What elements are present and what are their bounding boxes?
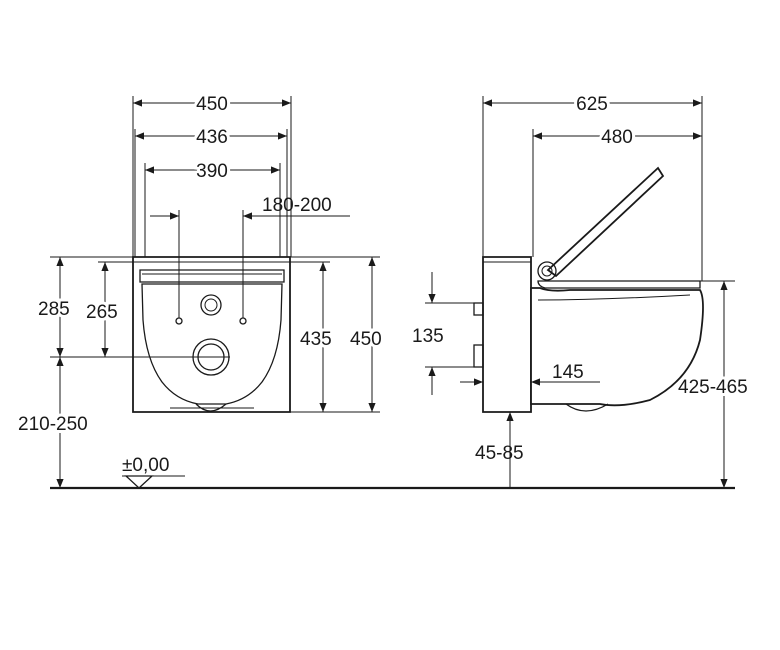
label-height-top-fixing: 265	[86, 302, 118, 323]
front-seat	[139, 269, 285, 283]
label-depth-total: 625	[576, 94, 608, 115]
front-view: 450 436 390 180-200 285 265 435 450 210-…	[15, 91, 385, 489]
label-depth-bowl: 480	[601, 127, 633, 148]
side-view: 625 480 135 145 425-465 45-85	[412, 91, 751, 488]
label-width-inner: 390	[196, 161, 228, 182]
side-open-lid	[546, 166, 665, 278]
front-unit-outline	[132, 256, 291, 413]
label-height-floor: 210-250	[18, 414, 88, 435]
side-hinge	[537, 261, 557, 281]
label-width-total: 450	[196, 94, 228, 115]
label-connection-spacing: 135	[412, 326, 444, 347]
label-width-frame: 436	[196, 127, 228, 148]
label-height-body: 435	[300, 329, 332, 350]
label-fixing-spacing: 180-200	[262, 195, 332, 216]
side-connection-lower	[473, 344, 484, 368]
label-rim-height: 425-465	[678, 377, 748, 398]
side-bowl	[530, 287, 704, 407]
floor-level-symbol	[124, 475, 154, 489]
label-height-fixing: 285	[38, 299, 70, 320]
front-top-fitting	[200, 294, 222, 316]
side-wall-module	[482, 256, 532, 413]
label-height-total: 450	[350, 329, 382, 350]
side-seat	[537, 280, 701, 289]
label-connection-offset: 145	[552, 362, 584, 383]
label-wall-offset: 45-85	[475, 443, 524, 464]
side-connection-upper	[473, 302, 484, 316]
label-floor-level: ±0,00	[122, 455, 169, 476]
